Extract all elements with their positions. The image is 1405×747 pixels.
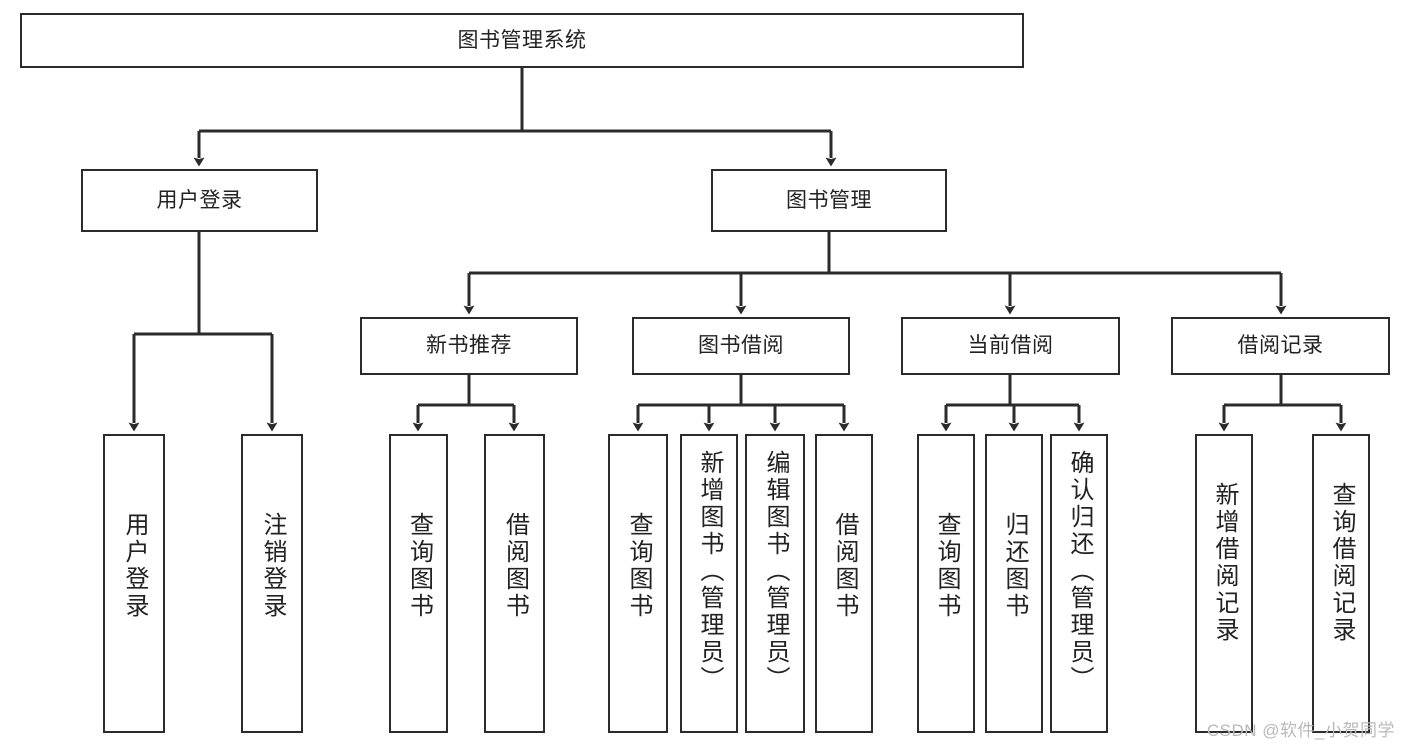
node-root-label: 图书管理系统: [457, 28, 587, 52]
leaf-borrow-book-recommend-label: 借阅图书: [501, 512, 529, 620]
leaf-add-book-admin[interactable]: 新增图书（管理员）: [680, 434, 738, 733]
leaf-confirm-return-admin-label: 确认归还（管理员）: [1066, 450, 1093, 693]
leaf-borrow-book-label: 借阅图书: [831, 512, 858, 620]
node-book-borrow[interactable]: 图书借阅: [632, 317, 850, 375]
leaf-return-book-label: 归还图书: [1001, 512, 1028, 620]
node-new-book-recommend-label: 新书推荐: [426, 334, 512, 358]
node-new-book-recommend[interactable]: 新书推荐: [360, 317, 578, 375]
leaf-logout[interactable]: 注销登录: [241, 434, 303, 733]
leaf-confirm-return-admin[interactable]: 确认归还（管理员）: [1050, 434, 1108, 733]
leaf-return-book[interactable]: 归还图书: [985, 434, 1043, 733]
leaf-query-book-recommend[interactable]: 查询图书: [389, 434, 448, 733]
node-root[interactable]: 图书管理系统: [20, 13, 1024, 68]
leaf-edit-book-admin[interactable]: 编辑图书（管理员）: [745, 434, 805, 733]
node-book-management-label: 图书管理: [786, 188, 872, 212]
node-book-borrow-label: 图书借阅: [698, 334, 784, 358]
leaf-edit-book-admin-label: 编辑图书（管理员）: [762, 450, 789, 693]
node-borrow-record-label: 借阅记录: [1237, 334, 1324, 358]
leaf-query-book-borrow[interactable]: 查询图书: [608, 434, 668, 733]
leaf-borrow-book-recommend[interactable]: 借阅图书: [484, 434, 545, 733]
leaf-logout-label: 注销登录: [259, 512, 286, 620]
leaf-user-login[interactable]: 用户登录: [103, 434, 165, 733]
leaf-add-borrow-record-label: 新增借阅记录: [1211, 482, 1238, 644]
leaf-add-borrow-record[interactable]: 新增借阅记录: [1195, 434, 1253, 733]
leaf-add-book-admin-label: 新增图书（管理员）: [696, 450, 723, 693]
leaf-query-book-borrow-label: 查询图书: [625, 512, 652, 620]
leaf-query-book-current-label: 查询图书: [933, 512, 960, 620]
leaf-query-borrow-record-label: 查询借阅记录: [1328, 482, 1355, 644]
node-book-management[interactable]: 图书管理: [711, 169, 947, 232]
leaf-query-borrow-record[interactable]: 查询借阅记录: [1312, 434, 1370, 733]
leaf-borrow-book[interactable]: 借阅图书: [815, 434, 873, 733]
node-user-login-label: 用户登录: [156, 188, 243, 212]
node-current-borrow-label: 当前借阅: [967, 334, 1054, 358]
leaf-query-book-recommend-label: 查询图书: [405, 512, 433, 620]
leaf-user-login-label: 用户登录: [121, 512, 148, 620]
leaf-query-book-current[interactable]: 查询图书: [917, 434, 975, 733]
node-user-login[interactable]: 用户登录: [81, 169, 318, 232]
node-current-borrow[interactable]: 当前借阅: [901, 317, 1120, 375]
node-borrow-record[interactable]: 借阅记录: [1171, 317, 1390, 375]
